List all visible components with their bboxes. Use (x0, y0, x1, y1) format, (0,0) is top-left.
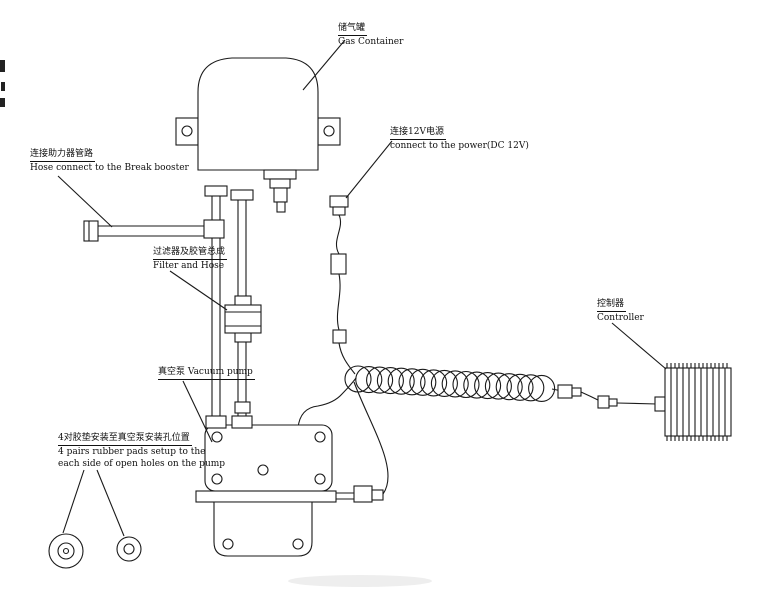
filter-drawing (224, 295, 262, 343)
leader-booster-hose (57, 175, 113, 228)
power-cable-drawing (329, 195, 356, 375)
label-rubber-pads: 4对胶垫安装至真空泵安装孔位置 4 pairs rubber pads setu… (58, 432, 225, 470)
label-controller-zh: 控制器 (597, 298, 627, 312)
label-vacuum-pump: 真空泵 Vacuum pump (158, 366, 255, 380)
label-filter: 过滤器及胶管总成 Filter and Hose (153, 246, 228, 272)
gas-container-drawing (175, 57, 341, 213)
label-vacuum-pump-line: 真空泵 Vacuum pump (158, 366, 255, 380)
label-gas-container-zh: 储气罐 (338, 22, 368, 36)
rubber-pad-small (116, 536, 142, 562)
label-vacuum-pump-zh: 真空泵 (158, 367, 186, 377)
label-gas-container: 储气罐 Gas Container (338, 22, 403, 48)
label-rubber-pads-en2: each side of open holes on the pump (58, 459, 226, 469)
label-gas-container-en: Gas Container (338, 37, 404, 47)
label-filter-en: Filter and Hose (153, 261, 225, 271)
controller-drawing (664, 363, 732, 441)
scan-artifacts (0, 60, 432, 587)
coiled-cable-drawing (344, 365, 556, 402)
label-power-zh: 连接12V电源 (390, 126, 446, 140)
controller-fins (666, 363, 728, 441)
label-booster-hose-en: Hose connect to the Break booster (30, 163, 189, 173)
label-power-en: connect to the power(DC 12V) (390, 141, 529, 151)
label-rubber-pads-zh: 4对胶垫安装至真空泵安装孔位置 (58, 432, 192, 446)
leader-gas-container (302, 39, 346, 91)
leader-controller (611, 322, 667, 370)
leader-pad-small (96, 469, 125, 537)
label-booster-hose-zh: 连接助力器管路 (30, 148, 96, 162)
leader-vacuum-pump (182, 380, 213, 443)
label-booster-hose: 连接助力器管路 Hose connect to the Break booste… (30, 148, 189, 174)
leader-power (345, 140, 393, 199)
cable-connectors-drawing (551, 384, 666, 412)
rubber-pad-large (48, 533, 84, 569)
label-vacuum-pump-en: Vacuum pump (187, 367, 253, 377)
leader-filter (169, 270, 228, 311)
label-controller-en: Controller (597, 313, 644, 323)
leader-lines (57, 39, 667, 537)
label-power: 连接12V电源 connect to the power(DC 12V) (390, 126, 529, 152)
label-rubber-pads-en1: 4 pairs rubber pads setup to the (58, 447, 206, 457)
label-filter-zh: 过滤器及胶管总成 (153, 246, 228, 260)
leader-pad-large (62, 469, 85, 534)
label-controller: 控制器 Controller (597, 298, 644, 324)
booster-hose-drawing (83, 219, 225, 242)
vacuum-pump-drawing (195, 377, 389, 557)
